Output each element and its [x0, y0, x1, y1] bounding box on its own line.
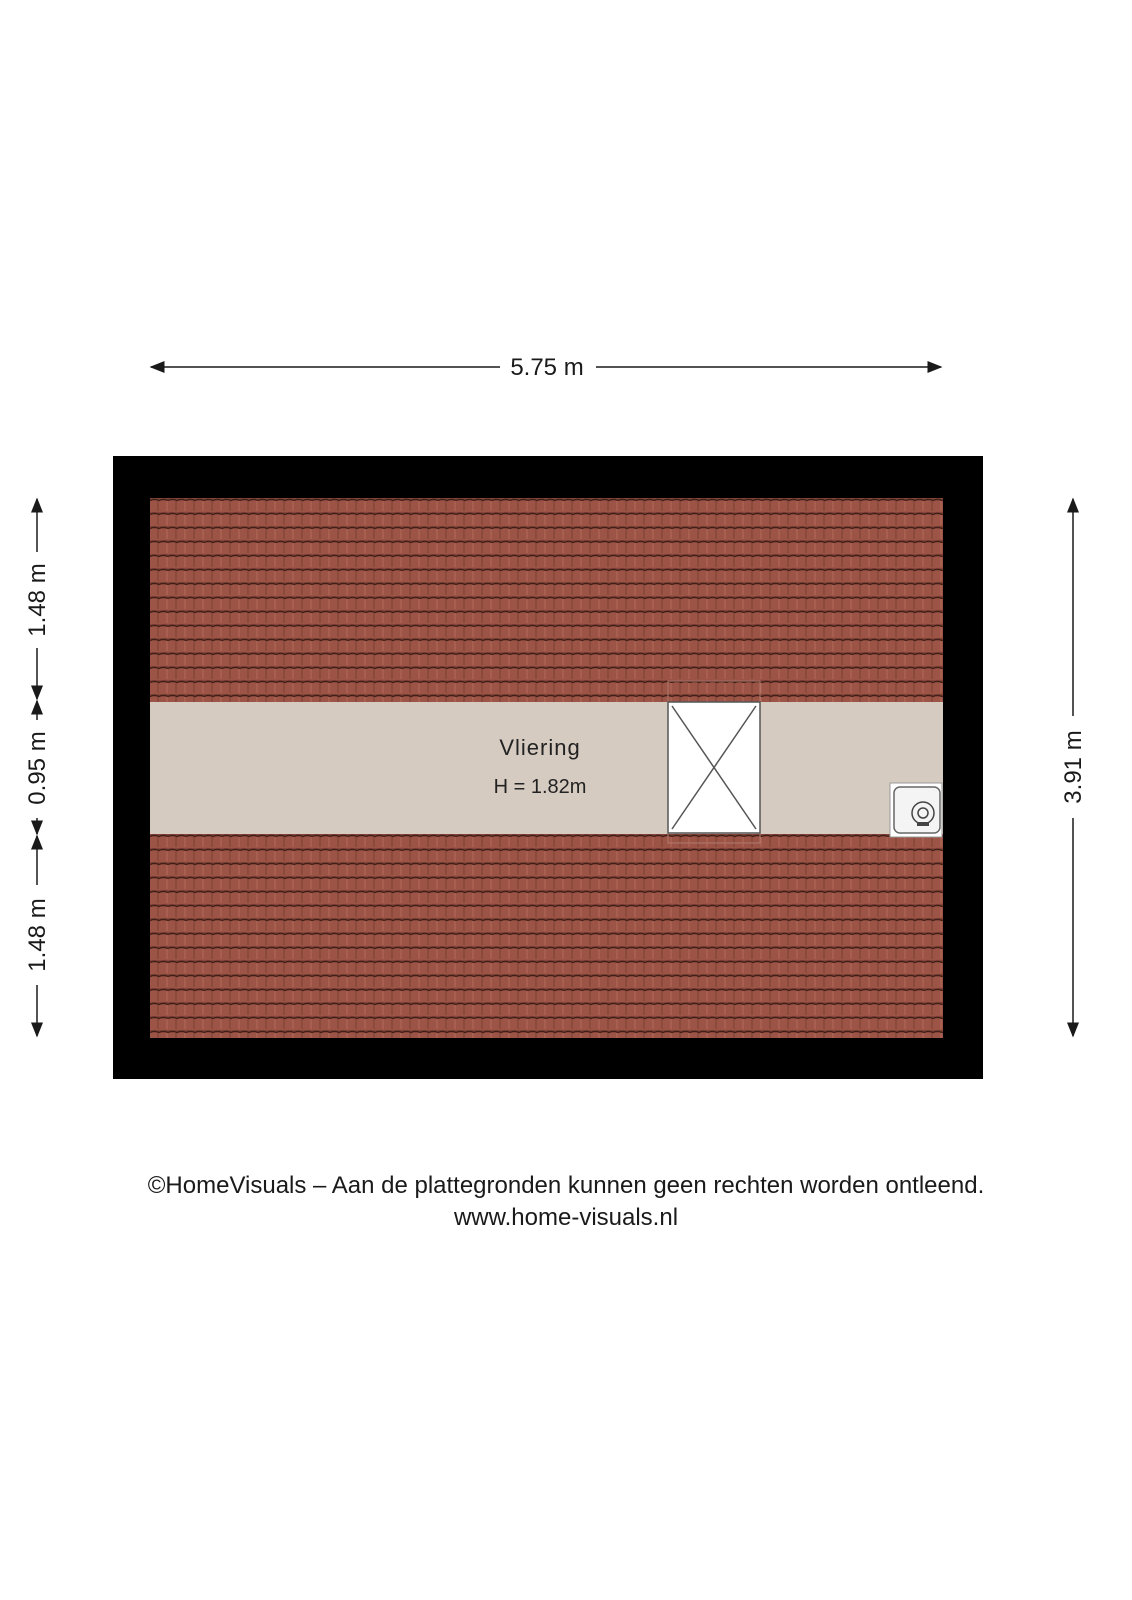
left-dimensions: 1.48 m 0.95 m 1.48 m	[24, 497, 51, 1038]
room-name: Vliering	[499, 735, 580, 760]
right-dimension: 3.91 m	[1060, 497, 1087, 1038]
copyright-notice: ©HomeVisuals – Aan de plattegronden kunn…	[147, 1172, 985, 1199]
width-dimension: 5.75 m	[149, 354, 943, 381]
attic-floor	[150, 702, 943, 834]
roof-slope-top	[150, 498, 943, 702]
width-label: 5.75 m	[510, 354, 583, 381]
website-link[interactable]: www.home-visuals.nl	[453, 1204, 679, 1231]
roof-slope-bottom	[150, 834, 943, 1038]
left-bottom-label: 1.48 m	[24, 898, 51, 971]
depth-label: 3.91 m	[1060, 730, 1087, 803]
room-height: H = 1.82m	[494, 776, 587, 798]
boiler-icon	[889, 782, 943, 838]
left-top-label: 1.48 m	[24, 563, 51, 636]
attic-hatch-icon	[667, 680, 761, 844]
left-middle-label: 0.95 m	[24, 731, 51, 804]
